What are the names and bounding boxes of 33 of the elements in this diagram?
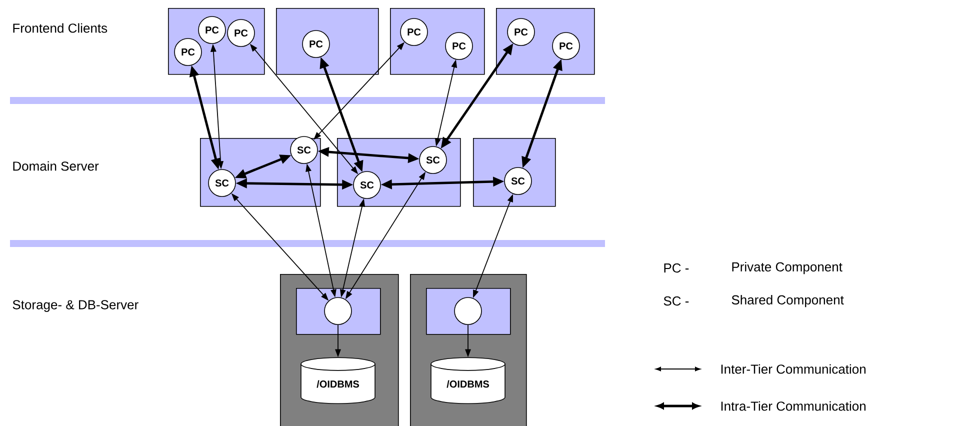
label: Private Component: [732, 262, 842, 274]
arrow: [320, 57, 364, 172]
label: Storage- & DB-Server: [12, 300, 138, 312]
arrow: [335, 324, 341, 358]
arrow: [380, 176, 504, 190]
arrow: [522, 59, 562, 168]
database-cylinder: /OIDBMS: [300, 357, 376, 404]
arrow: [345, 172, 426, 300]
component-circle: [454, 297, 482, 325]
arrow: [236, 178, 354, 190]
label: PC -: [664, 263, 689, 273]
arrow: [340, 198, 366, 298]
component-circle: [324, 297, 352, 325]
legend-text: Inter-Tier Communication: [721, 364, 866, 374]
arrow: [465, 324, 471, 358]
arrow: [313, 42, 405, 140]
arrow: [318, 146, 420, 164]
arrow: [210, 44, 224, 170]
arrow: [250, 44, 358, 174]
arrow: [434, 60, 458, 146]
label: Domain Server: [13, 161, 99, 171]
arrow: [234, 154, 292, 178]
client-box: [276, 8, 379, 75]
label: Frontend Clients: [13, 23, 108, 33]
arrow: [306, 164, 336, 298]
database-cylinder: /OIDBMS: [430, 357, 506, 404]
label: Shared Component: [732, 294, 844, 308]
arrow: [440, 43, 514, 149]
arrow: [231, 193, 329, 301]
arrow: [189, 65, 221, 170]
label: SC -: [664, 296, 689, 306]
legend-text: Intra-Tier Communication: [721, 401, 866, 411]
arrow: [473, 194, 514, 298]
